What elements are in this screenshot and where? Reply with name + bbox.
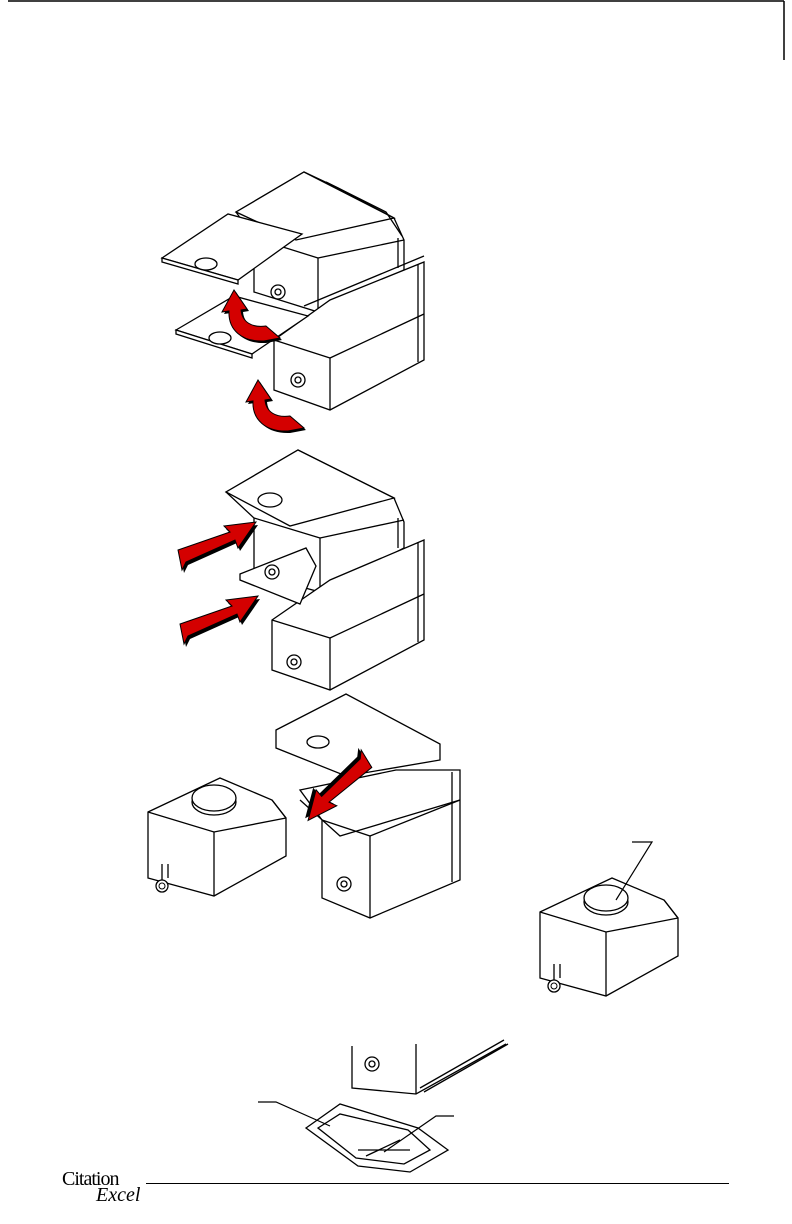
brand-logo: Citation Excel <box>62 1160 152 1210</box>
figure-remove-tank <box>276 694 460 918</box>
trim-mark <box>8 1 784 60</box>
straight-arrow <box>180 596 260 647</box>
straight-arrow <box>178 522 258 573</box>
figure-slide-lids <box>226 450 424 690</box>
footer-rule <box>146 1183 729 1184</box>
tank-detail <box>540 878 678 996</box>
brand-logo-line2: Excel <box>96 1184 140 1207</box>
figure-remove-lids <box>162 172 424 410</box>
filter-detail <box>306 1040 508 1172</box>
tank-removed <box>148 778 286 896</box>
